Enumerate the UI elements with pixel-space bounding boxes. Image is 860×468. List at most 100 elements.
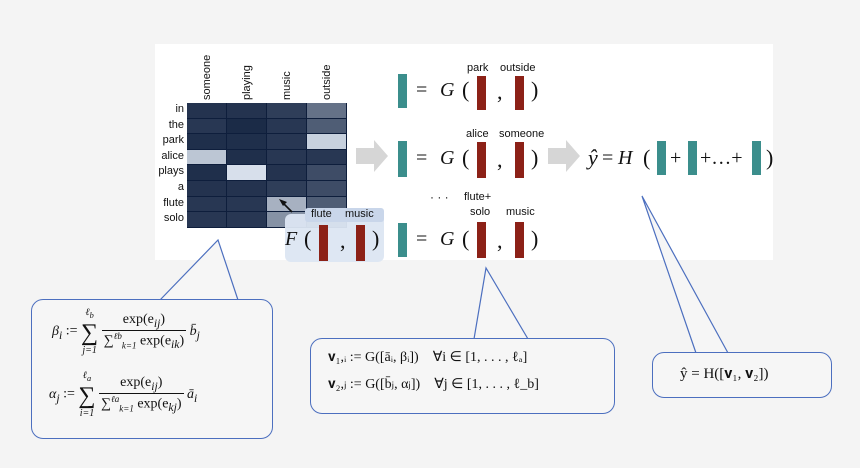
attend-label-music: music [345, 208, 374, 220]
alpha-numerator: exp(e [120, 374, 152, 390]
alpha-numerator-close: ) [157, 374, 163, 390]
alpha-denominator: exp(e [137, 396, 169, 412]
compare-vector-2a [477, 142, 486, 178]
heatmap-cell [187, 212, 226, 227]
heatmap-row-label: in [175, 103, 184, 115]
beta-tail: b̄ [189, 323, 197, 339]
beta-sum-top-sub: b [89, 311, 94, 320]
left-bubble-tail [159, 238, 239, 301]
compare-output-3 [398, 223, 407, 257]
heatmap-cell [187, 118, 226, 134]
heatmap-cell [187, 103, 226, 118]
aggregate-formula-bubble [652, 352, 832, 398]
heatmap-cell [307, 118, 346, 134]
heatmap-cell [227, 103, 266, 118]
compare-vector-1b [515, 76, 524, 110]
alpha-sum-top: ℓ [82, 370, 87, 381]
heatmap-cell [227, 196, 266, 212]
attend-vector-a [319, 225, 328, 261]
beta-den-sum: ∑ [103, 333, 114, 349]
aggregate-open-paren: ( [643, 145, 651, 170]
alpha-symbol: α [49, 386, 57, 402]
compare-output-2 [398, 141, 407, 177]
function-g-1: G [440, 79, 455, 101]
beta-fraction: exp(eij) ∑ℓbk=1 exp(eik) [101, 311, 187, 352]
flow-arrow-attend [356, 140, 388, 172]
beta-den-top-sub: b [117, 330, 122, 341]
function-h: H [618, 147, 633, 169]
heatmap-cell [307, 149, 346, 165]
heatmap-row-label: the [168, 118, 184, 131]
attend-open-paren: ( [304, 226, 312, 251]
heatmap-cell [267, 165, 306, 180]
aggregate-plus: + [670, 147, 682, 169]
middle-bubble-tail [473, 266, 529, 340]
heatmap-cell [227, 212, 266, 227]
heatmap-row-label: plays [158, 165, 184, 178]
compare-close-paren-2: ) [531, 145, 539, 170]
compare-label-music: music [506, 206, 535, 218]
beta-denominator-sub: ik [171, 338, 180, 352]
heatmap-cell [267, 118, 306, 134]
heatmap-cell [267, 196, 306, 212]
aggregate-input-3 [752, 141, 761, 175]
attention-heatmap [187, 103, 347, 228]
heatmap-cell [227, 181, 266, 196]
attend-comma: , [340, 228, 346, 253]
heatmap-cell [187, 165, 226, 180]
heatmap-cell [187, 149, 226, 165]
compare-vector-1a [477, 76, 486, 110]
alpha-assign: := [63, 386, 75, 402]
function-f-name: F [285, 228, 298, 250]
attend-vector-b [356, 225, 365, 261]
heatmap-row-label: a [177, 181, 184, 193]
heatmap-cell [267, 103, 306, 118]
beta-subscript: i [58, 328, 63, 342]
heatmap-cell [307, 196, 346, 212]
compare-open-paren-1: ( [462, 77, 470, 102]
alpha-tail-sub: i [194, 391, 198, 405]
alpha-tail: ā [187, 386, 195, 402]
heatmap-cell [307, 165, 346, 180]
attend-close-paren: ) [372, 226, 380, 251]
heatmap-pointer-head [279, 199, 287, 206]
compare-comma-3: , [497, 228, 503, 253]
aggregate-plus-dots: +…+ [700, 147, 743, 169]
heatmap-cell [267, 134, 306, 149]
beta-sum-sign: ∑ [81, 320, 99, 346]
beta-denominator: exp(e [139, 333, 172, 349]
aggregate-eq: = [602, 147, 614, 169]
compare-formula-line-2: 𝐯₂,ⱼ := G([b̄ⱼ, αⱼ]) ∀j ∈ [1, . . . , ℓ_… [328, 377, 539, 392]
beta-denominator-close: ) [179, 333, 185, 349]
heatmap-cell [187, 181, 226, 196]
alpha-formula: αj := ℓa∑i=1 exp(eij) ∑ℓak=1 exp(ekj) āi [49, 370, 197, 419]
heatmap-cell [187, 196, 226, 212]
heatmap-row-label: park [162, 134, 184, 147]
compare-label-alice: alice [466, 128, 489, 140]
beta-sum-top: ℓ [85, 307, 90, 318]
heatmap-cell [307, 181, 346, 196]
beta-assign: := [65, 323, 78, 339]
attend-highlight [285, 214, 384, 262]
compare-vector-3a [477, 222, 486, 258]
alpha-subscript: j [56, 391, 60, 405]
compare-formula-bubble [310, 338, 615, 414]
compare-label-outside: outside [500, 62, 536, 74]
alpha-sum-top-sub: a [86, 374, 92, 383]
attention-formula-bubble [31, 299, 273, 439]
compare-open-paren-3: ( [462, 226, 470, 251]
aggregate-input-2 [688, 141, 697, 175]
compare-label-flute-plus: flute+ [464, 191, 492, 203]
flow-arrow-compare [548, 140, 580, 172]
alpha-sum-sign: ∑ [78, 383, 96, 409]
aggregate-yhat: ŷ [588, 145, 598, 170]
alpha-den-bottom: k=1 [119, 403, 134, 414]
heatmap-cell [227, 134, 266, 149]
beta-den-top: ℓ [113, 330, 118, 341]
alpha-den-sum: ∑ [101, 396, 111, 412]
compare-close-paren-3: ) [531, 226, 539, 251]
right-bubble-tail [641, 195, 729, 354]
beta-numerator-close: ) [160, 311, 166, 327]
